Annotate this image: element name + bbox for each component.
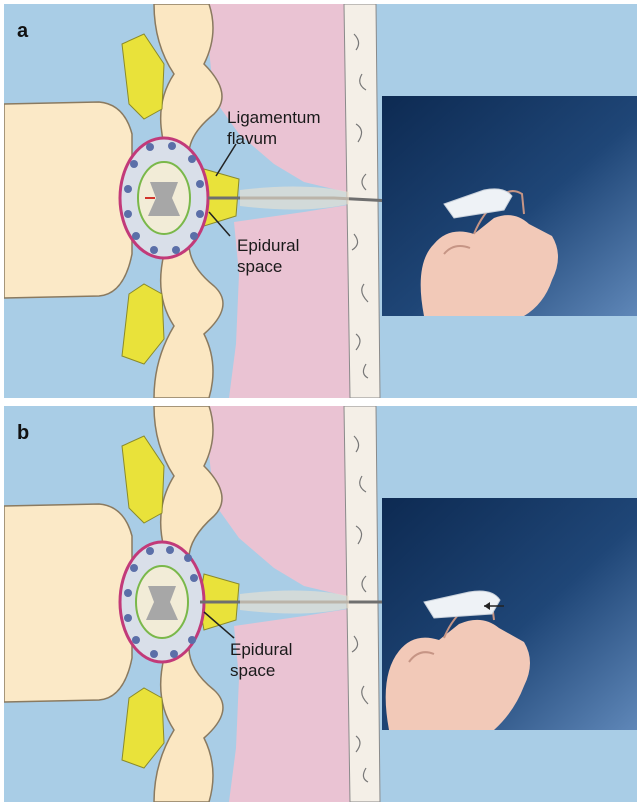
lamina-lower <box>154 648 223 802</box>
back-muscle-upper <box>204 406 354 598</box>
label-line: space <box>230 660 292 681</box>
panel-a: a Ligamentum flavum Epidural space <box>4 4 637 398</box>
ligament-lower <box>122 284 164 364</box>
panel-b: b Epidural space <box>4 406 637 802</box>
label-line: Ligamentum <box>227 107 321 128</box>
lamina-upper <box>154 406 222 558</box>
back-muscle-lower <box>229 204 354 398</box>
label-line: Epidural <box>237 235 299 256</box>
vertebral-body <box>4 504 132 702</box>
spine-cross-section-diagram <box>4 406 637 802</box>
epidural-space-label: Epidural space <box>237 235 299 277</box>
label-line: flavum <box>227 128 321 149</box>
ligament-upper <box>122 436 164 523</box>
back-muscle-upper <box>204 4 354 194</box>
spine-cross-section-diagram <box>4 4 637 398</box>
panel-label: a <box>17 20 28 43</box>
epidural-space-label: Epidural space <box>230 639 292 681</box>
ligament-lower <box>122 688 164 768</box>
lamina-upper <box>154 4 222 154</box>
lamina-lower <box>154 244 223 398</box>
skin-layer <box>344 406 380 802</box>
vertebral-body <box>4 102 132 298</box>
label-line: Epidural <box>230 639 292 660</box>
ligament-upper <box>122 34 164 119</box>
ligamentum-flavum-label: Ligamentum flavum <box>227 107 321 149</box>
back-muscle-lower <box>229 608 354 802</box>
panel-label: b <box>17 422 29 445</box>
label-line: space <box>237 256 299 277</box>
